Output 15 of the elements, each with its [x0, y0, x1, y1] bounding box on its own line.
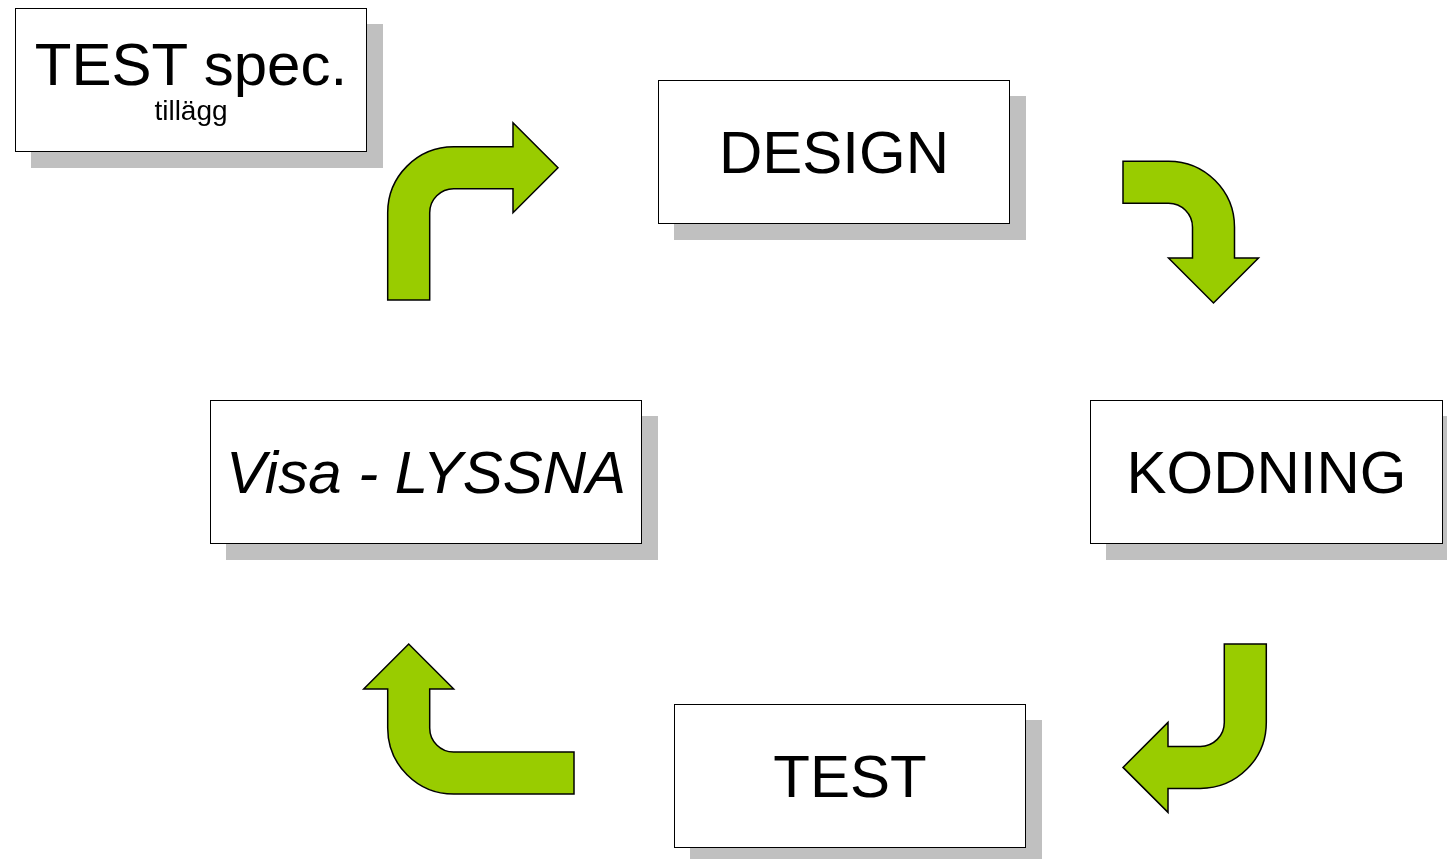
curved-arrow — [386, 122, 559, 301]
process-box — [15, 8, 367, 152]
curved-arrow — [1122, 160, 1260, 304]
process-box — [1090, 400, 1443, 544]
box-title: TEST spec. — [34, 33, 348, 97]
box-title: DESIGN — [718, 120, 949, 184]
curved-arrow — [362, 643, 575, 795]
process-box — [674, 704, 1026, 848]
curved-arrow — [1122, 643, 1268, 814]
box-title: KODNING — [1126, 440, 1407, 504]
process-box — [658, 80, 1010, 224]
box-title: Visa - LYSSNA — [225, 440, 627, 504]
box-subtitle: tillägg — [154, 96, 228, 127]
box-title: TEST — [773, 744, 927, 808]
process-box — [210, 400, 642, 544]
